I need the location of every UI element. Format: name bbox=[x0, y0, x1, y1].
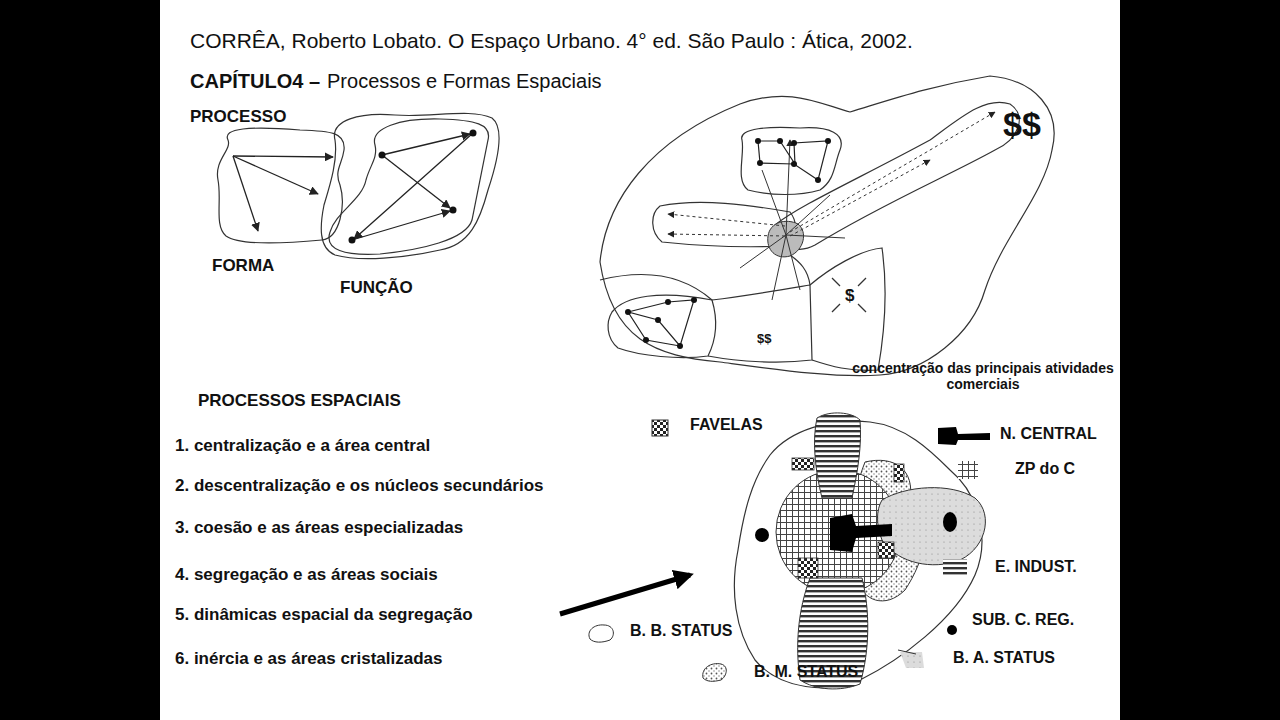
concept-label: PROCESSO bbox=[190, 107, 286, 127]
list-item: 3. coesão e as áreas especializadas bbox=[175, 518, 463, 538]
citation-title: CORRÊA, Roberto Lobato. O Espaço Urbano.… bbox=[190, 29, 913, 53]
income-symbol: $ bbox=[843, 286, 856, 306]
section-heading: PROCESSOS ESPACIAIS bbox=[198, 391, 401, 411]
legend-text: FAVELAS bbox=[690, 416, 763, 434]
legend-text: B. A. STATUS bbox=[953, 649, 1055, 667]
chapter-number: CAPÍTULO4 – bbox=[190, 70, 320, 93]
list-item: 2. descentralização e os núcleos secundá… bbox=[175, 476, 544, 496]
legend-swatch bbox=[947, 625, 957, 635]
concept-label: FUNÇÃO bbox=[340, 278, 413, 298]
legend-swatch bbox=[938, 427, 990, 445]
list-item: 1. centralização e a área central bbox=[175, 436, 430, 456]
legend-text: SUB. C. REG. bbox=[972, 611, 1074, 629]
chapter-title: Processos e Formas Espaciais bbox=[327, 70, 602, 93]
list-item: 5. dinâmicas espacial da segregação bbox=[175, 605, 473, 625]
concept-label: FORMA bbox=[212, 256, 274, 276]
legend-swatch bbox=[958, 461, 978, 479]
income-symbol: $$ bbox=[1003, 105, 1041, 144]
legend-swatch bbox=[943, 559, 967, 575]
legend-swatch bbox=[652, 420, 668, 436]
legend-swatch bbox=[589, 625, 613, 642]
note: concentração das principais atividades c… bbox=[852, 360, 1114, 392]
legend-text: N. CENTRAL bbox=[1000, 425, 1097, 443]
legend-swatch bbox=[898, 650, 924, 668]
legend-swatch bbox=[703, 664, 727, 682]
list-item: 4. segregação e as áreas sociais bbox=[175, 565, 438, 585]
income-symbol: $$ bbox=[757, 332, 771, 347]
list-item: 6. inércia e as áreas cristalizadas bbox=[175, 649, 442, 669]
legend-text: E. INDUST. bbox=[995, 558, 1077, 576]
legend-text: B. M. STATUS bbox=[754, 663, 858, 681]
legend-text: B. B. STATUS bbox=[630, 622, 733, 640]
legend-text: ZP do C bbox=[1015, 460, 1075, 478]
